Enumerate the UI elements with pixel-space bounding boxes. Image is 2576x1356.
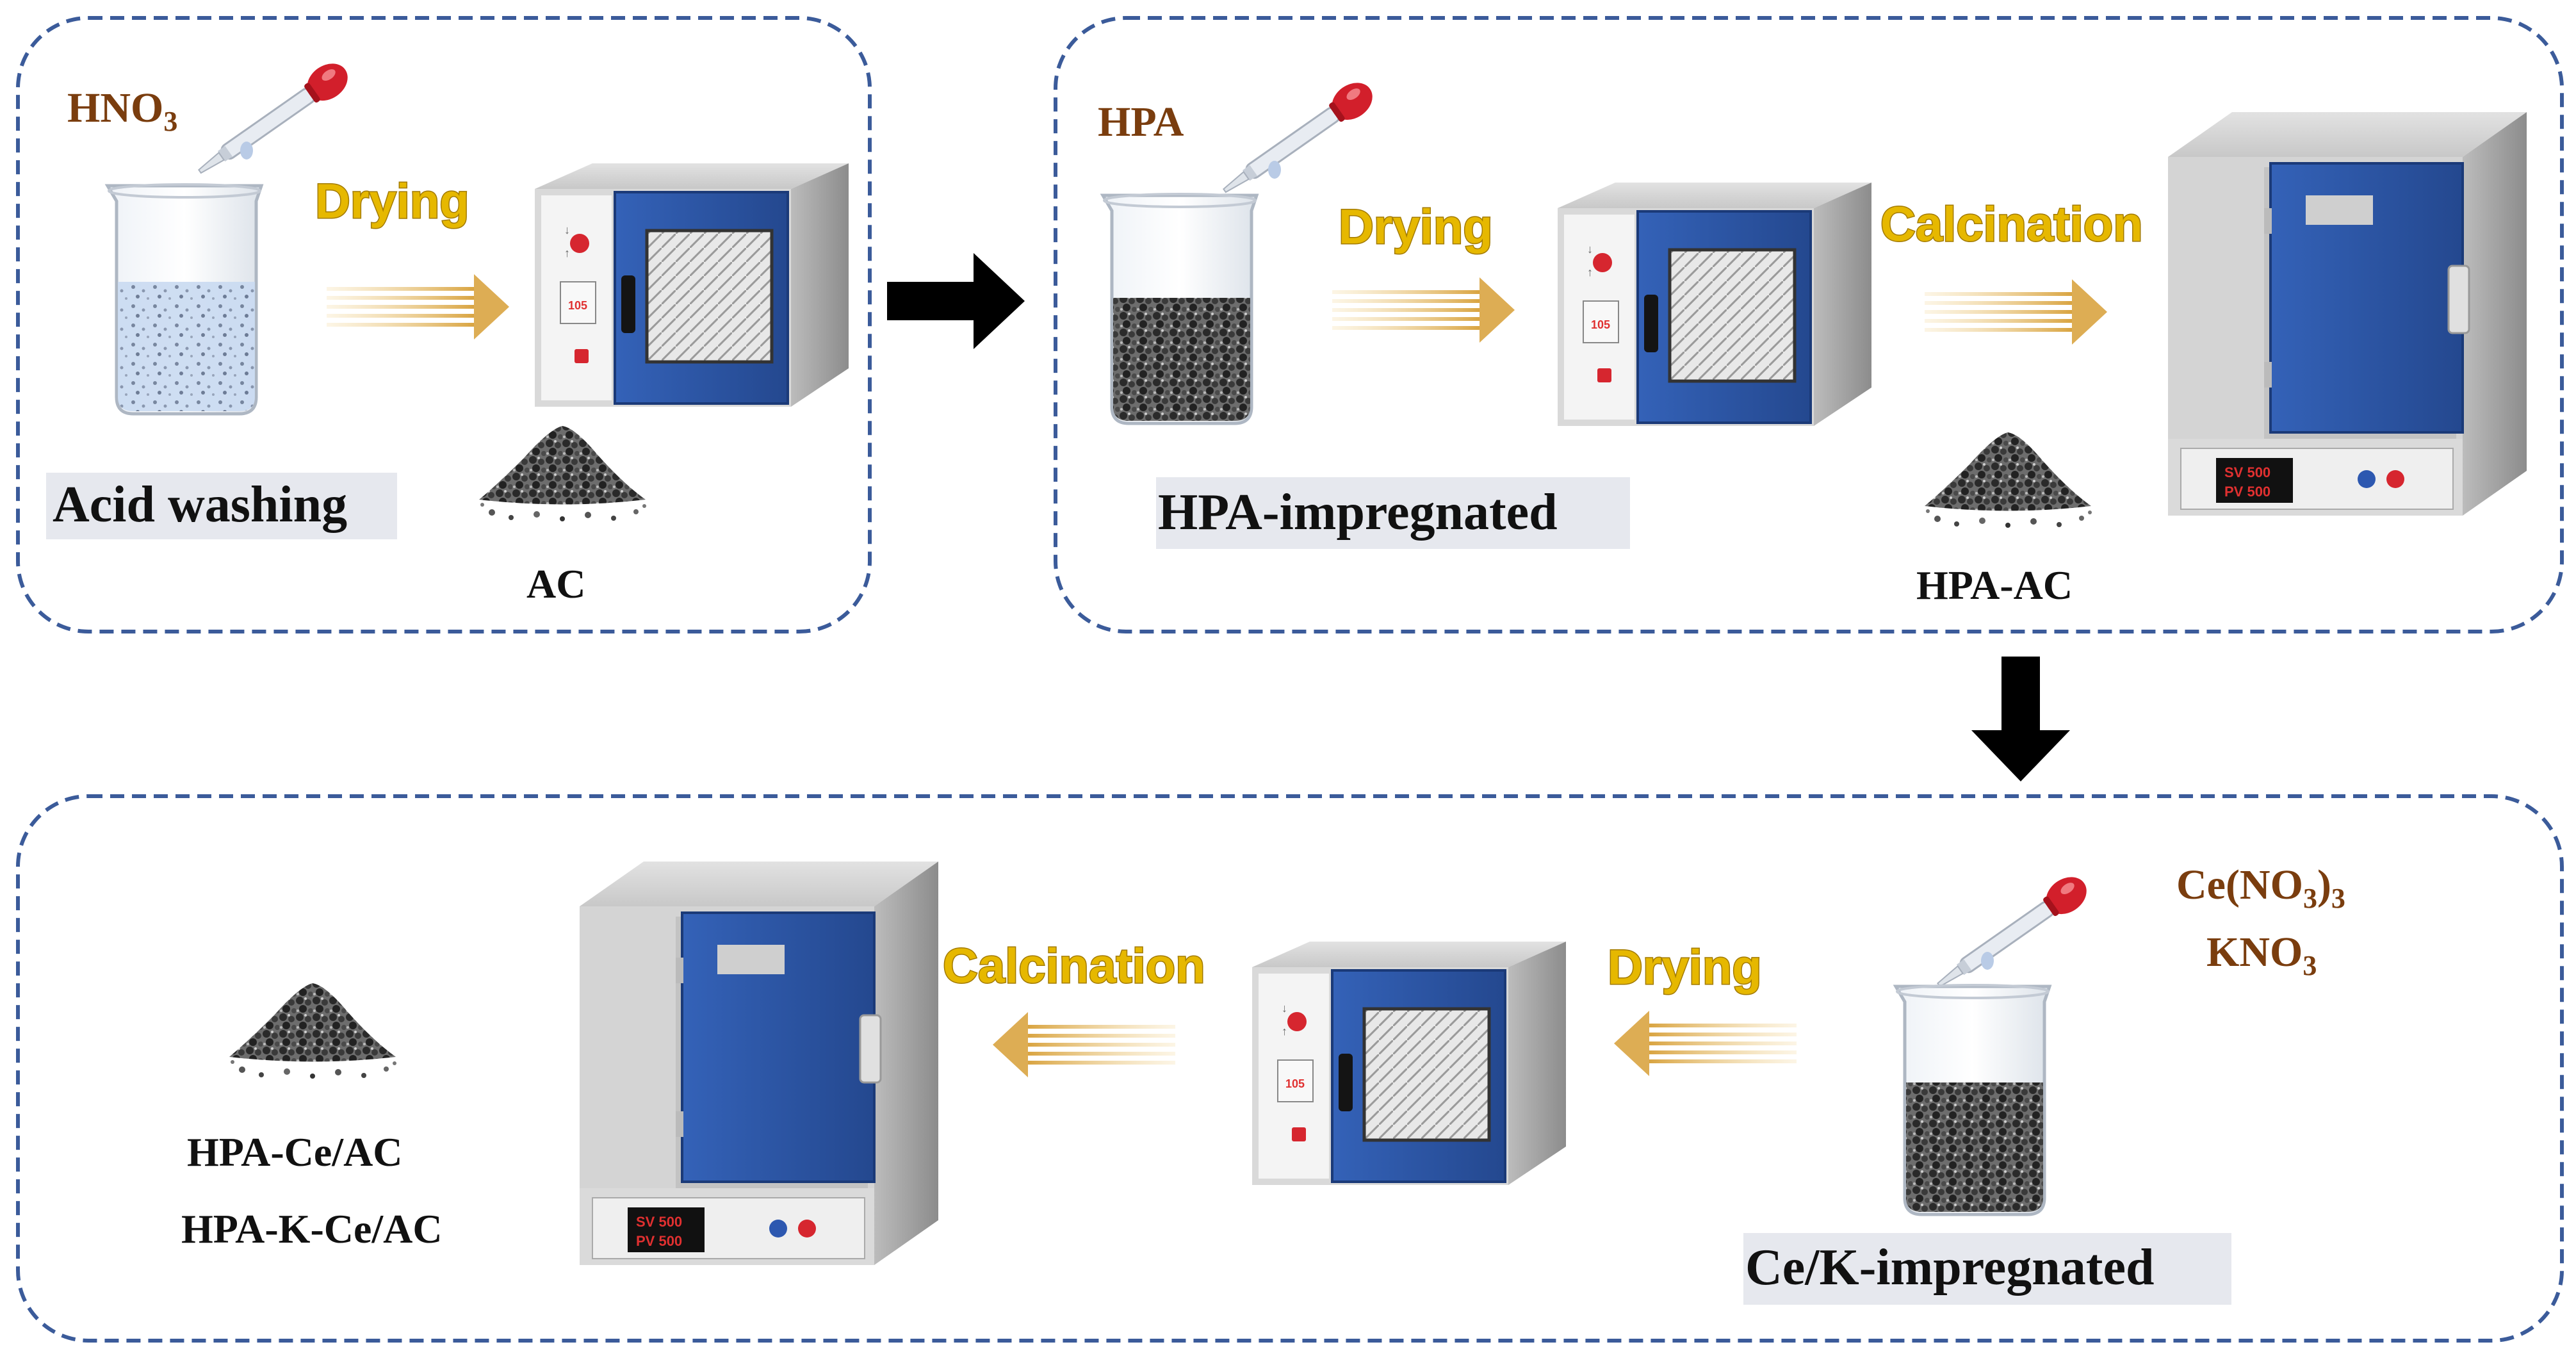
caption-highlight xyxy=(1743,1233,2231,1305)
beaker-icon xyxy=(1896,985,2050,1214)
svg-text:SV 500: SV 500 xyxy=(2224,464,2270,480)
caption-highlight xyxy=(46,473,397,539)
dropper-icon xyxy=(1214,74,1381,206)
droplet-icon xyxy=(1981,952,1994,970)
product-ac: AC xyxy=(526,561,585,607)
product-hpa-ce-ac: HPA-Ce/AC xyxy=(187,1129,403,1175)
dotted-arrow-icon xyxy=(327,274,509,339)
muffle-furnace-icon: SV 500 PV 500 xyxy=(2167,111,2528,517)
muffle-furnace-icon: SV 500 PV 500 xyxy=(578,860,940,1266)
panel-hpa-impregnation xyxy=(1054,16,2564,633)
svg-text:105: 105 xyxy=(1285,1077,1305,1090)
svg-text:PV 500: PV 500 xyxy=(636,1233,682,1249)
svg-text:SV 500: SV 500 xyxy=(636,1214,682,1230)
svg-text:105: 105 xyxy=(568,299,587,312)
droplet-icon xyxy=(240,142,253,159)
dotted-arrow-icon xyxy=(993,1012,1175,1077)
flow-arrow-right xyxy=(887,253,1025,349)
dropper-icon xyxy=(189,54,356,186)
powder-pile-icon xyxy=(479,426,646,521)
dotted-arrow-icon xyxy=(1614,1011,1797,1076)
caption-highlight xyxy=(1156,477,1630,549)
flow-arrow-down xyxy=(1971,657,2070,781)
panel3-reagent-2: KNO3 xyxy=(2206,929,2317,981)
caption-acid-washing: Acid washing xyxy=(53,477,347,533)
step-calcination-2: Calcination xyxy=(943,939,1205,993)
beaker-icon xyxy=(108,184,261,414)
drying-oven-icon: 105 xyxy=(535,163,849,407)
panel2-reagent: HPA xyxy=(1098,99,1184,145)
droplet-icon xyxy=(1268,161,1281,179)
product-hpa-ac: HPA-AC xyxy=(1916,562,2073,608)
powder-pile-icon xyxy=(1925,432,2092,528)
svg-text:PV 500: PV 500 xyxy=(2224,484,2270,500)
step-drying-1: Drying xyxy=(315,174,469,229)
drying-oven-icon: 105 xyxy=(1558,183,1871,426)
dotted-arrow-icon xyxy=(1332,277,1515,343)
drying-oven-icon: 105 xyxy=(1252,942,1566,1185)
dotted-arrow-icon xyxy=(1925,279,2107,345)
panel3-reagent-1: Ce(NO3)3 xyxy=(2176,862,2345,914)
panel1-reagent: HNO3 xyxy=(67,85,177,137)
svg-text:105: 105 xyxy=(1591,318,1610,331)
step-drying-3: Drying xyxy=(1608,940,1762,995)
powder-pile-icon xyxy=(229,983,396,1079)
beaker-icon xyxy=(1103,194,1257,423)
dropper-icon xyxy=(1928,868,2095,1000)
caption-hpa-impregnated: HPA-impregnated xyxy=(1158,484,1558,541)
step-drying-2: Drying xyxy=(1339,200,1493,254)
caption-ce-k-impregnated: Ce/K-impregnated xyxy=(1745,1239,2154,1296)
product-hpa-k-ce-ac: HPA-K-Ce/AC xyxy=(181,1206,443,1252)
panel-acid-washing xyxy=(16,16,872,633)
step-calcination-1: Calcination xyxy=(1880,197,2143,252)
panel-ce-k-impregnation xyxy=(16,794,2564,1343)
